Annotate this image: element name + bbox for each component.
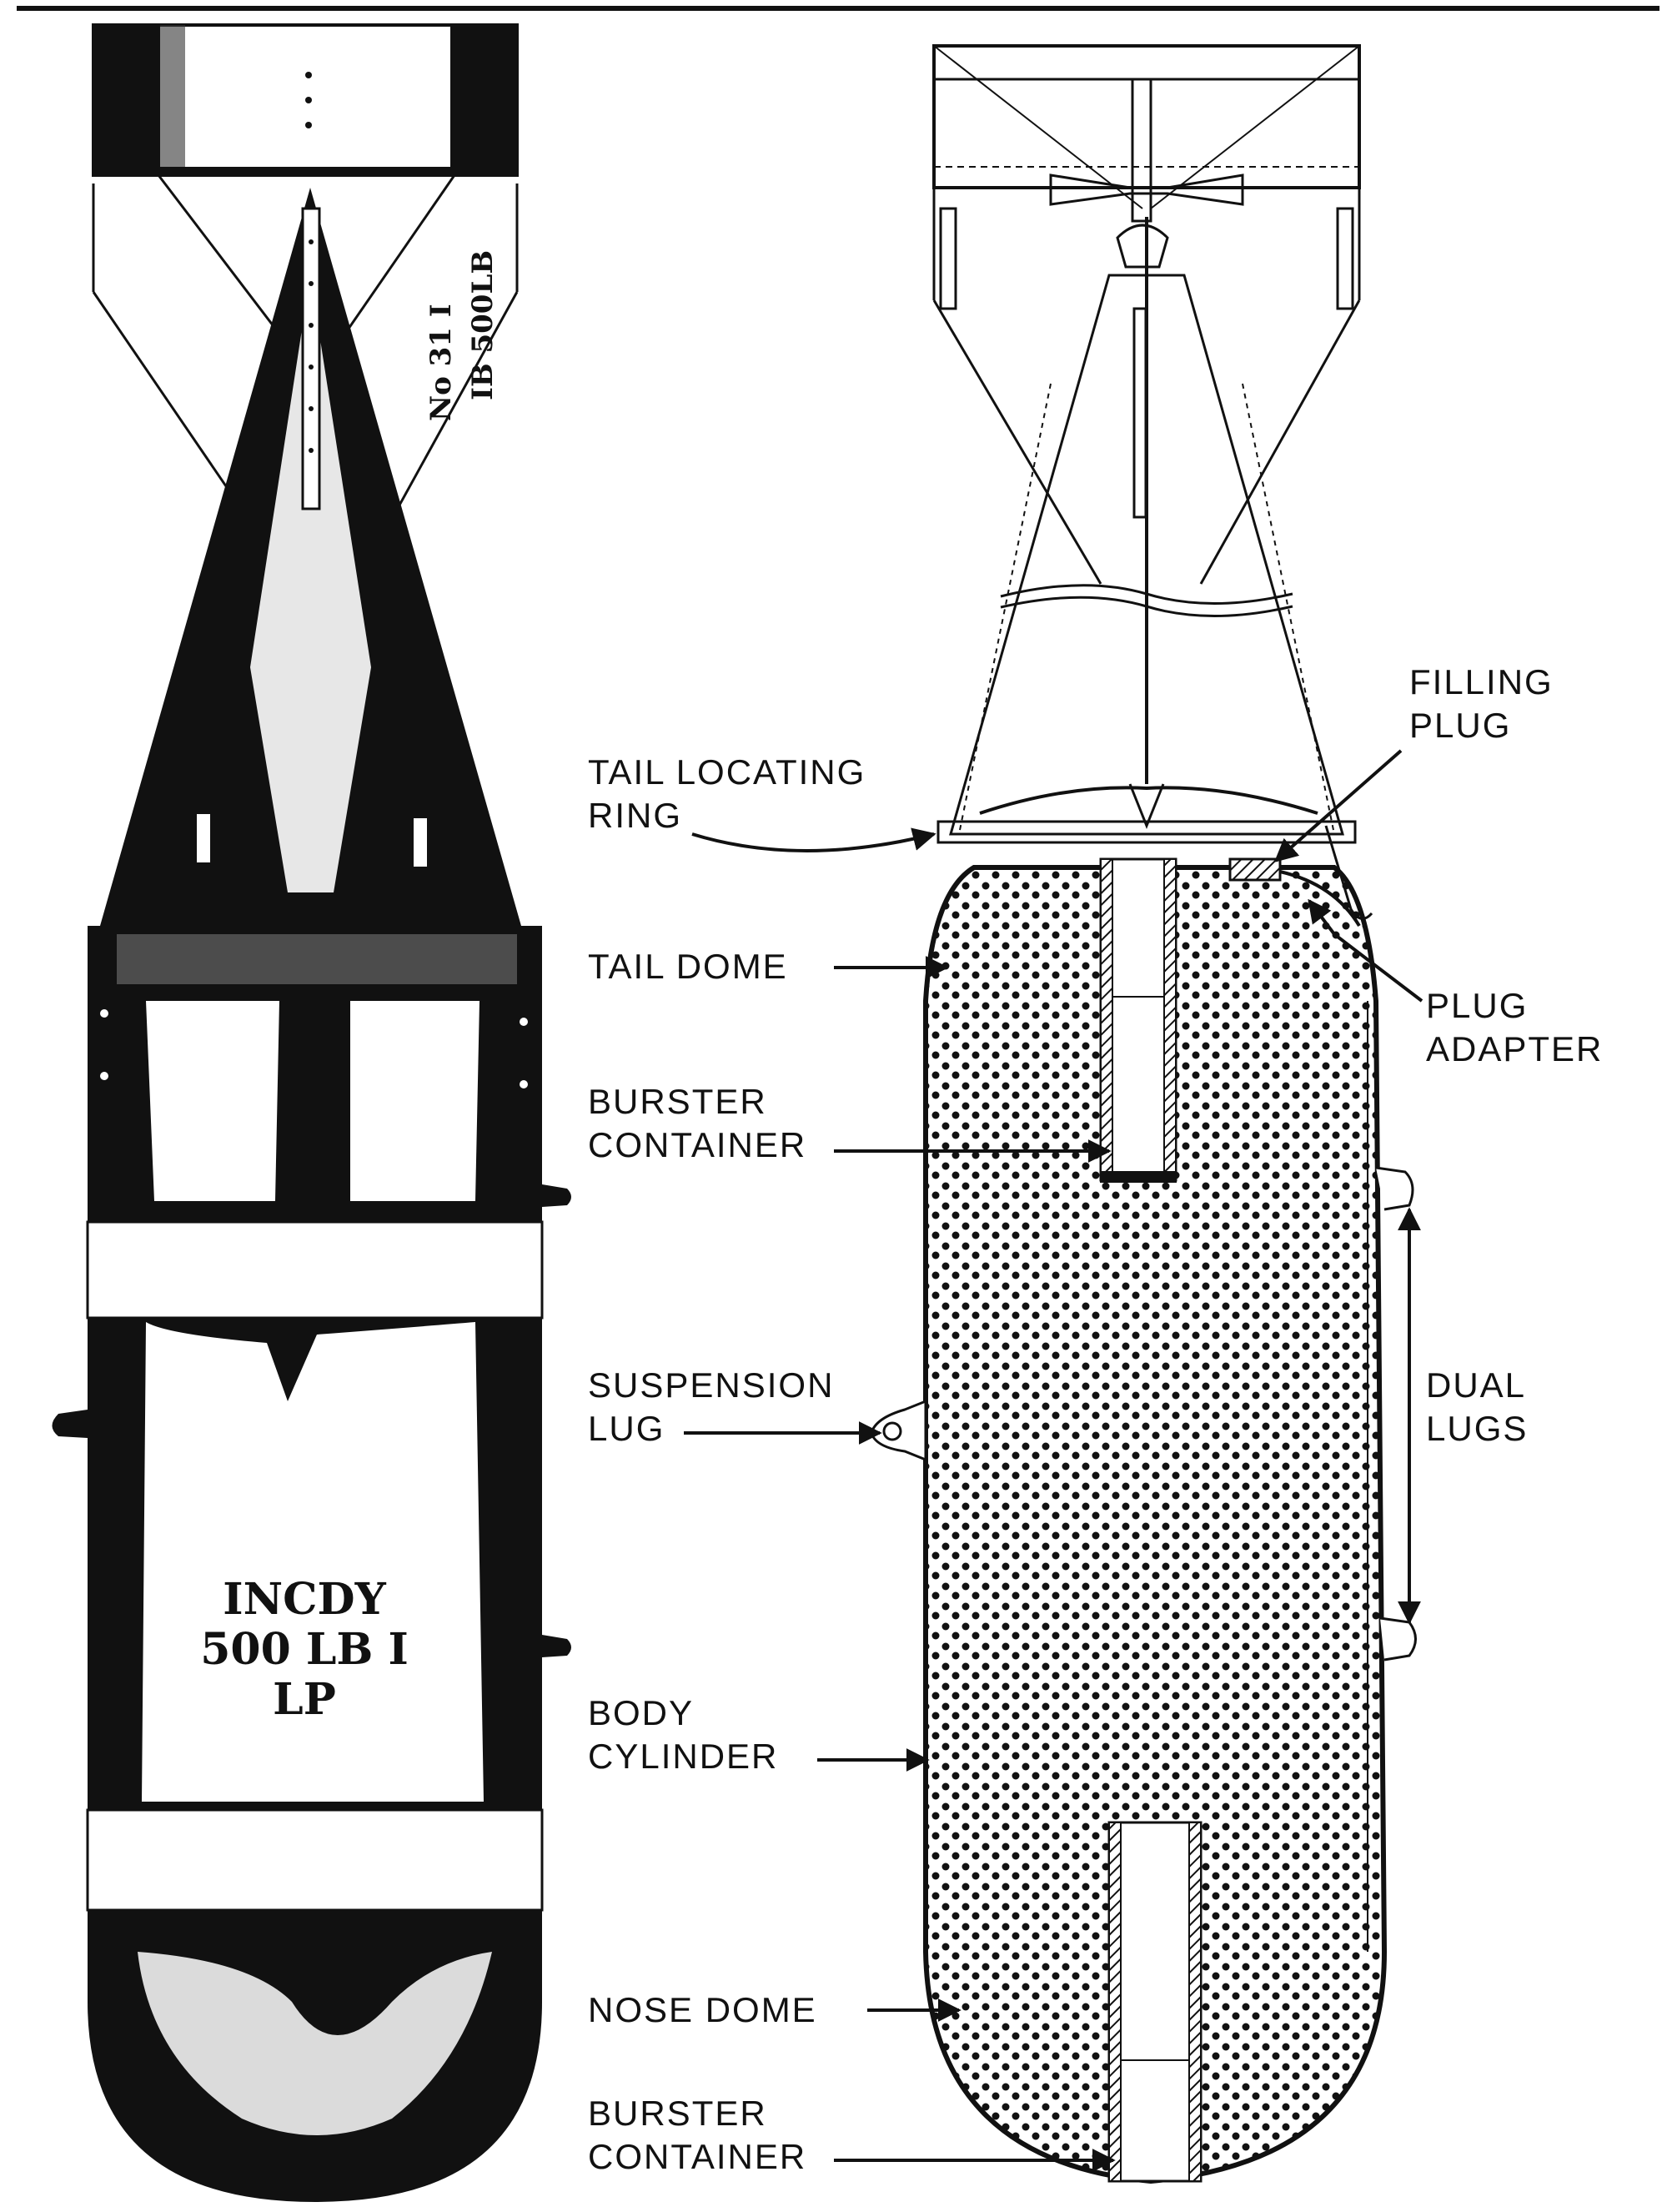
label-tail-locating-ring-line2: RING	[588, 796, 682, 835]
label-nose-dome: NOSE DOME	[588, 1988, 817, 2032]
left-bomb: No 31 I IB 500LB INCDY 500 LB I LP	[52, 23, 571, 2202]
tail-stencil-line2: IB 500LB	[466, 250, 500, 400]
label-plug-adapter: PLUG ADAPTER	[1426, 984, 1603, 1071]
label-filling-plug: FILLING PLUG	[1409, 661, 1554, 747]
label-burster-container-top: BURSTER CONTAINER	[588, 1080, 806, 1167]
arrow-plug-adapter	[1308, 898, 1423, 1003]
label-plug-adapter-line2: ADAPTER	[1426, 1029, 1604, 1068]
label-burster-top-line1: BURSTER	[588, 1082, 767, 1121]
tail-stencil-line1: No 31 I	[424, 304, 458, 421]
right-tail-cone	[949, 274, 1344, 836]
label-body-cylinder: BODY CYLINDER	[588, 1692, 778, 1778]
callout-arrows	[684, 749, 1423, 2172]
label-dual-lugs: DUAL LUGS	[1426, 1364, 1528, 1450]
label-dual-lugs-line1: DUAL	[1426, 1365, 1527, 1405]
label-tail-dome-line1: TAIL DOME	[588, 947, 788, 986]
label-filling-plug-line2: PLUG	[1409, 706, 1512, 745]
label-tail-locating-ring-line1: TAIL LOCATING	[588, 752, 866, 792]
label-filling-plug-line1: FILLING	[1409, 662, 1554, 701]
dual-lug-top	[1375, 1166, 1414, 1211]
body-stencil-line3: LP	[273, 1674, 336, 1725]
body-stencil-line2: 500 LB I	[200, 1624, 409, 1675]
label-suspension-lug-line1: SUSPENSION	[588, 1365, 835, 1405]
label-plug-adapter-line1: PLUG	[1426, 986, 1529, 1025]
filling-plug	[1228, 857, 1282, 882]
label-tail-dome: TAIL DOME	[588, 945, 788, 988]
label-burster-top-line2: CONTAINER	[588, 1125, 807, 1164]
label-suspension-lug-line2: LUG	[588, 1409, 665, 1448]
right-bomb	[870, 44, 1417, 2184]
label-nose-dome-line1: NOSE DOME	[588, 1990, 817, 2029]
label-dual-lugs-line2: LUGS	[1426, 1409, 1529, 1448]
label-burster-bottom-line2: CONTAINER	[588, 2137, 807, 2176]
arrow-tail-locating-ring	[691, 827, 936, 852]
lower-burster-container	[1107, 1821, 1203, 2183]
left-suspension-lug	[52, 1410, 88, 1438]
label-body-cylinder-line1: BODY	[588, 1693, 695, 1732]
label-body-cylinder-line2: CYLINDER	[588, 1737, 779, 1776]
label-suspension-lug: SUSPENSION LUG	[588, 1364, 834, 1450]
dual-lug-bottom	[1379, 1616, 1417, 1662]
label-burster-bottom-line1: BURSTER	[588, 2094, 767, 2133]
arrow-filling-plug	[1273, 749, 1403, 862]
label-burster-container-bottom: BURSTER CONTAINER	[588, 2092, 806, 2179]
label-tail-locating-ring: TAIL LOCATING RING	[588, 751, 866, 837]
body-stencil-line1: INCDY	[223, 1574, 386, 1625]
